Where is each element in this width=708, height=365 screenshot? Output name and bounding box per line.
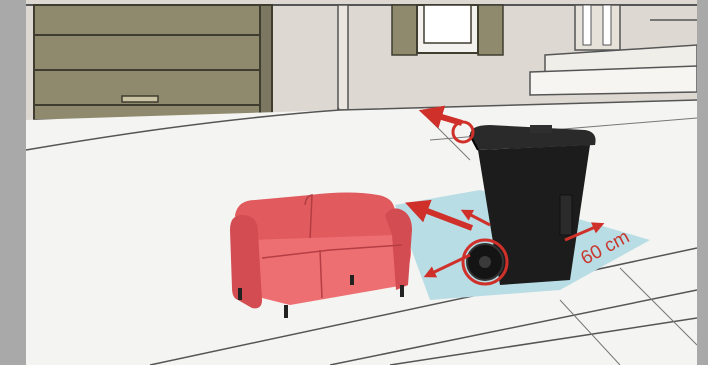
window <box>392 5 503 55</box>
garage-door <box>34 5 272 120</box>
garage-door-handle <box>122 96 158 102</box>
